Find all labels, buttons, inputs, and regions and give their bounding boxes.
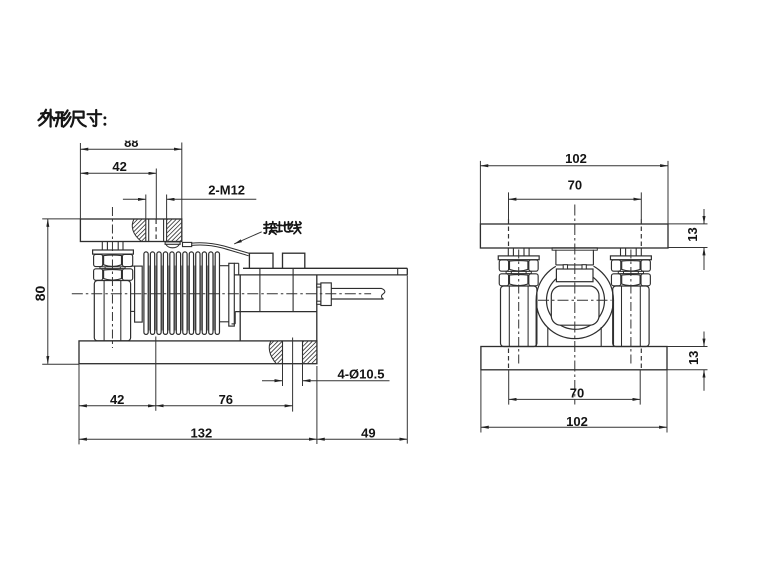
svg-text:13: 13 (685, 227, 700, 241)
svg-text:2-M12: 2-M12 (208, 183, 245, 198)
svg-text:102: 102 (566, 414, 588, 429)
svg-text:4-Ø10.5: 4-Ø10.5 (338, 366, 385, 381)
svg-text:76: 76 (219, 392, 233, 407)
svg-text:70: 70 (570, 386, 584, 401)
svg-text:42: 42 (112, 159, 126, 174)
svg-text:102: 102 (565, 151, 587, 166)
svg-text:132: 132 (191, 425, 213, 440)
svg-text:70: 70 (568, 178, 582, 193)
svg-text:80: 80 (32, 286, 48, 302)
svg-text:13: 13 (686, 351, 701, 365)
svg-text:42: 42 (110, 392, 124, 407)
svg-text:49: 49 (361, 425, 375, 440)
